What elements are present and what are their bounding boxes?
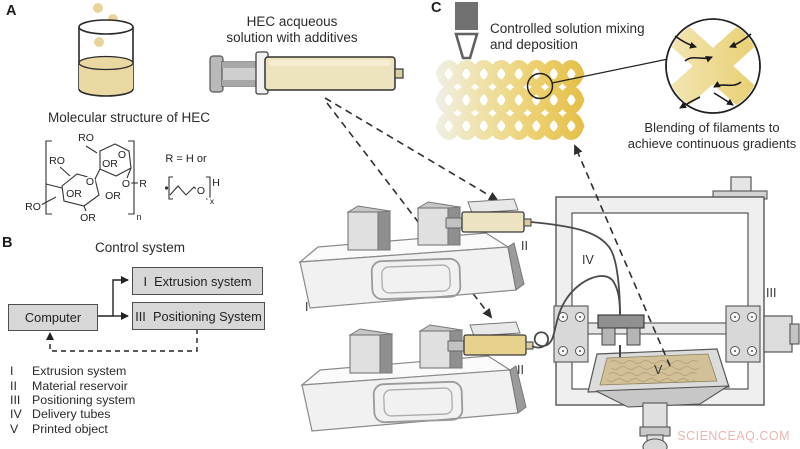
material-reservoir-syringe: [461, 211, 525, 233]
subscript-n: n: [136, 212, 141, 222]
atom-label: RO: [25, 201, 41, 213]
feedback-dashed-arrow: [46, 329, 198, 352]
filament-band: [667, 20, 759, 112]
r-definition: R = H or: [165, 153, 207, 165]
bearing-plate-right: [725, 305, 761, 363]
atom-label: OR: [102, 158, 118, 170]
callout-III: III: [766, 286, 777, 300]
delivery-tubes: [530, 221, 621, 349]
droplet: [93, 3, 103, 13]
beaker: [78, 3, 134, 97]
atom-label: O: [197, 185, 205, 197]
bottom-roller: [642, 438, 668, 449]
panel-a-label: A: [6, 3, 17, 19]
callout-II-bottom: II: [517, 363, 524, 377]
transfer-dashed-arrows: [324, 97, 499, 319]
watermark: SCIENCEAQ.COM: [677, 429, 790, 443]
subscript-x: x: [210, 196, 215, 206]
blending-magnifier: [665, 18, 761, 114]
callout-I: I: [305, 300, 309, 314]
flow-arrows: [674, 33, 752, 109]
printed-gradient-pattern: [435, 60, 585, 140]
atom-label: H: [212, 177, 220, 189]
hec-molecule-structure: [40, 140, 211, 215]
print-head: [597, 314, 645, 357]
computer-box: Computer: [8, 304, 98, 331]
dashed-arrow-to-pump1: [324, 97, 499, 202]
callout-IV: IV: [582, 253, 594, 267]
side-motor: [763, 315, 793, 353]
printed-object-mat: [599, 353, 718, 386]
atom-label: OR: [105, 190, 121, 202]
molecule-title: Molecular structure of HEC: [47, 110, 211, 125]
extrusion-box: I Extrusion system: [132, 267, 263, 295]
droplet: [94, 37, 104, 47]
callout-source-circle: [526, 72, 554, 100]
atom-label: RO: [78, 132, 94, 144]
positioning-box: III Positioning System: [132, 302, 265, 330]
blend-caption: Blending of filaments to achieve continu…: [627, 120, 797, 151]
atom-label: O: [122, 178, 130, 190]
dashed-arrow-to-pump2: [326, 102, 493, 319]
syringe-pump-2: [300, 321, 534, 432]
molecule-atom-labels: RO RO OR O O O R OR OR RO OR n R = H or …: [23, 130, 221, 226]
material-reservoir-syringe: [463, 334, 527, 356]
atom-label: R: [139, 178, 147, 190]
flowchart-connectors: [46, 276, 198, 352]
nozzle-icon: [454, 2, 479, 60]
dashed-arrow-to-pattern: [574, 144, 671, 367]
syringe-caption: HEC acqueous solution with additives: [226, 14, 358, 46]
callout-V: V: [654, 363, 663, 377]
plunger-thumb: [209, 55, 224, 93]
atom-label: OR: [66, 188, 82, 200]
bracket-right: [128, 140, 135, 215]
hec-syringe: [209, 51, 404, 95]
bracket-left: [45, 140, 52, 215]
callout-II-top: II: [521, 239, 528, 253]
syringe-tip: [394, 68, 404, 79]
atom-label: RO: [49, 155, 65, 167]
tube-from-pump2: [531, 275, 621, 349]
atom-label: OR: [80, 212, 96, 224]
atom-label: O: [86, 176, 94, 188]
tube-from-pump1: [530, 221, 621, 316]
atom-label: O: [118, 149, 126, 161]
sugar-ring: [61, 173, 100, 207]
control-system-title: Control system: [94, 240, 186, 255]
panel-c-caption: Controlled solution mixing and depositio…: [490, 21, 645, 53]
callout-pointer-line: [551, 58, 669, 84]
panel-b-label: B: [2, 235, 13, 251]
positioning-system-printer: [553, 176, 800, 449]
syringe-pump-1: [298, 198, 532, 309]
panel-c-label: C: [431, 0, 442, 16]
bed-support: [595, 385, 730, 408]
hec-solution-liquid: [79, 63, 133, 96]
